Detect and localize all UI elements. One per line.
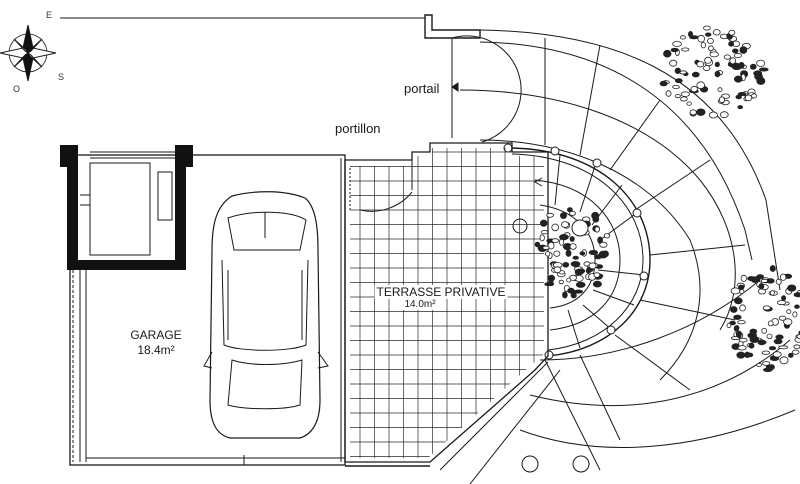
compass-s-label: S — [58, 72, 65, 82]
driveway-inner-edge — [479, 41, 753, 261]
garage-label: GARAGE — [130, 328, 182, 342]
closet-wall-top-left — [60, 145, 78, 167]
planter-spotlight — [571, 219, 589, 237]
planter-lights — [503, 143, 649, 473]
terrace-diagonal-edge — [439, 361, 549, 471]
car-icon — [203, 191, 329, 439]
light-5 — [639, 271, 649, 281]
path-curve-5 — [519, 409, 796, 448]
step-line-2 — [579, 162, 597, 213]
planter-inner-arc-2 — [534, 179, 621, 331]
step-line-5 — [597, 269, 645, 276]
closet-wall-right — [175, 145, 186, 270]
compass-rose-icon — [0, 24, 57, 82]
compass-south-label: O — [13, 84, 21, 94]
pavement-joint-3 — [649, 244, 746, 256]
portail-label: portail — [404, 81, 440, 96]
pavement-joint-1 — [609, 99, 661, 171]
pavement-joint-6 — [579, 354, 621, 441]
closet-wall-top-right — [175, 145, 193, 167]
terrace-label: TERRASSE PRIVATIVE — [374, 285, 508, 299]
compass-east-label: E — [46, 10, 53, 20]
pavement-joint-2 — [634, 159, 711, 211]
light-9 — [521, 455, 539, 473]
gate-arrow-icon — [451, 82, 459, 92]
closet-wall-left — [67, 145, 78, 270]
gate-swing-arc — [451, 35, 522, 143]
step-line-6 — [592, 289, 635, 306]
terrace-diagonal-edge-2 — [469, 369, 561, 484]
path-curve-1 — [459, 89, 736, 331]
pavement-joint-5 — [614, 334, 691, 391]
planter-outer-arc — [511, 147, 651, 357]
step-line-7 — [582, 304, 613, 331]
light-6 — [606, 325, 616, 335]
terrace-area-label: 14.0m² — [402, 299, 438, 310]
step-line-8 — [567, 309, 581, 349]
light-10 — [572, 455, 590, 473]
light-3 — [592, 158, 602, 168]
closet-wall-bottom — [67, 260, 186, 270]
portillon-label: portillon — [335, 121, 381, 136]
tree-planter — [534, 207, 611, 299]
path-curve-4 — [529, 339, 791, 407]
pavement-joint-7 — [544, 359, 601, 471]
light-8 — [512, 218, 528, 234]
tree-top-right — [659, 25, 769, 119]
closet-water-heater — [89, 162, 151, 256]
driveway-outer-edge — [479, 29, 781, 291]
trees — [534, 25, 800, 373]
light-4 — [632, 208, 642, 218]
portillon-swing-arc — [359, 191, 413, 212]
pavement-joint-4 — [639, 299, 736, 321]
tree-right-edge — [726, 265, 800, 373]
gate-pillar — [424, 14, 481, 39]
terrace-tile-grid — [350, 148, 544, 458]
terrace-outline — [344, 142, 549, 463]
planter-arrow-icon — [533, 177, 543, 187]
closet-appliance — [157, 171, 173, 221]
garage-outline — [69, 154, 346, 466]
garage-area-label: 18.4m² — [137, 343, 175, 357]
light-2 — [550, 146, 560, 156]
planter-inner-arc — [511, 153, 644, 351]
path-curve-2 — [479, 139, 701, 381]
step-line-1 — [554, 154, 561, 206]
path-edge-mid — [579, 44, 601, 156]
